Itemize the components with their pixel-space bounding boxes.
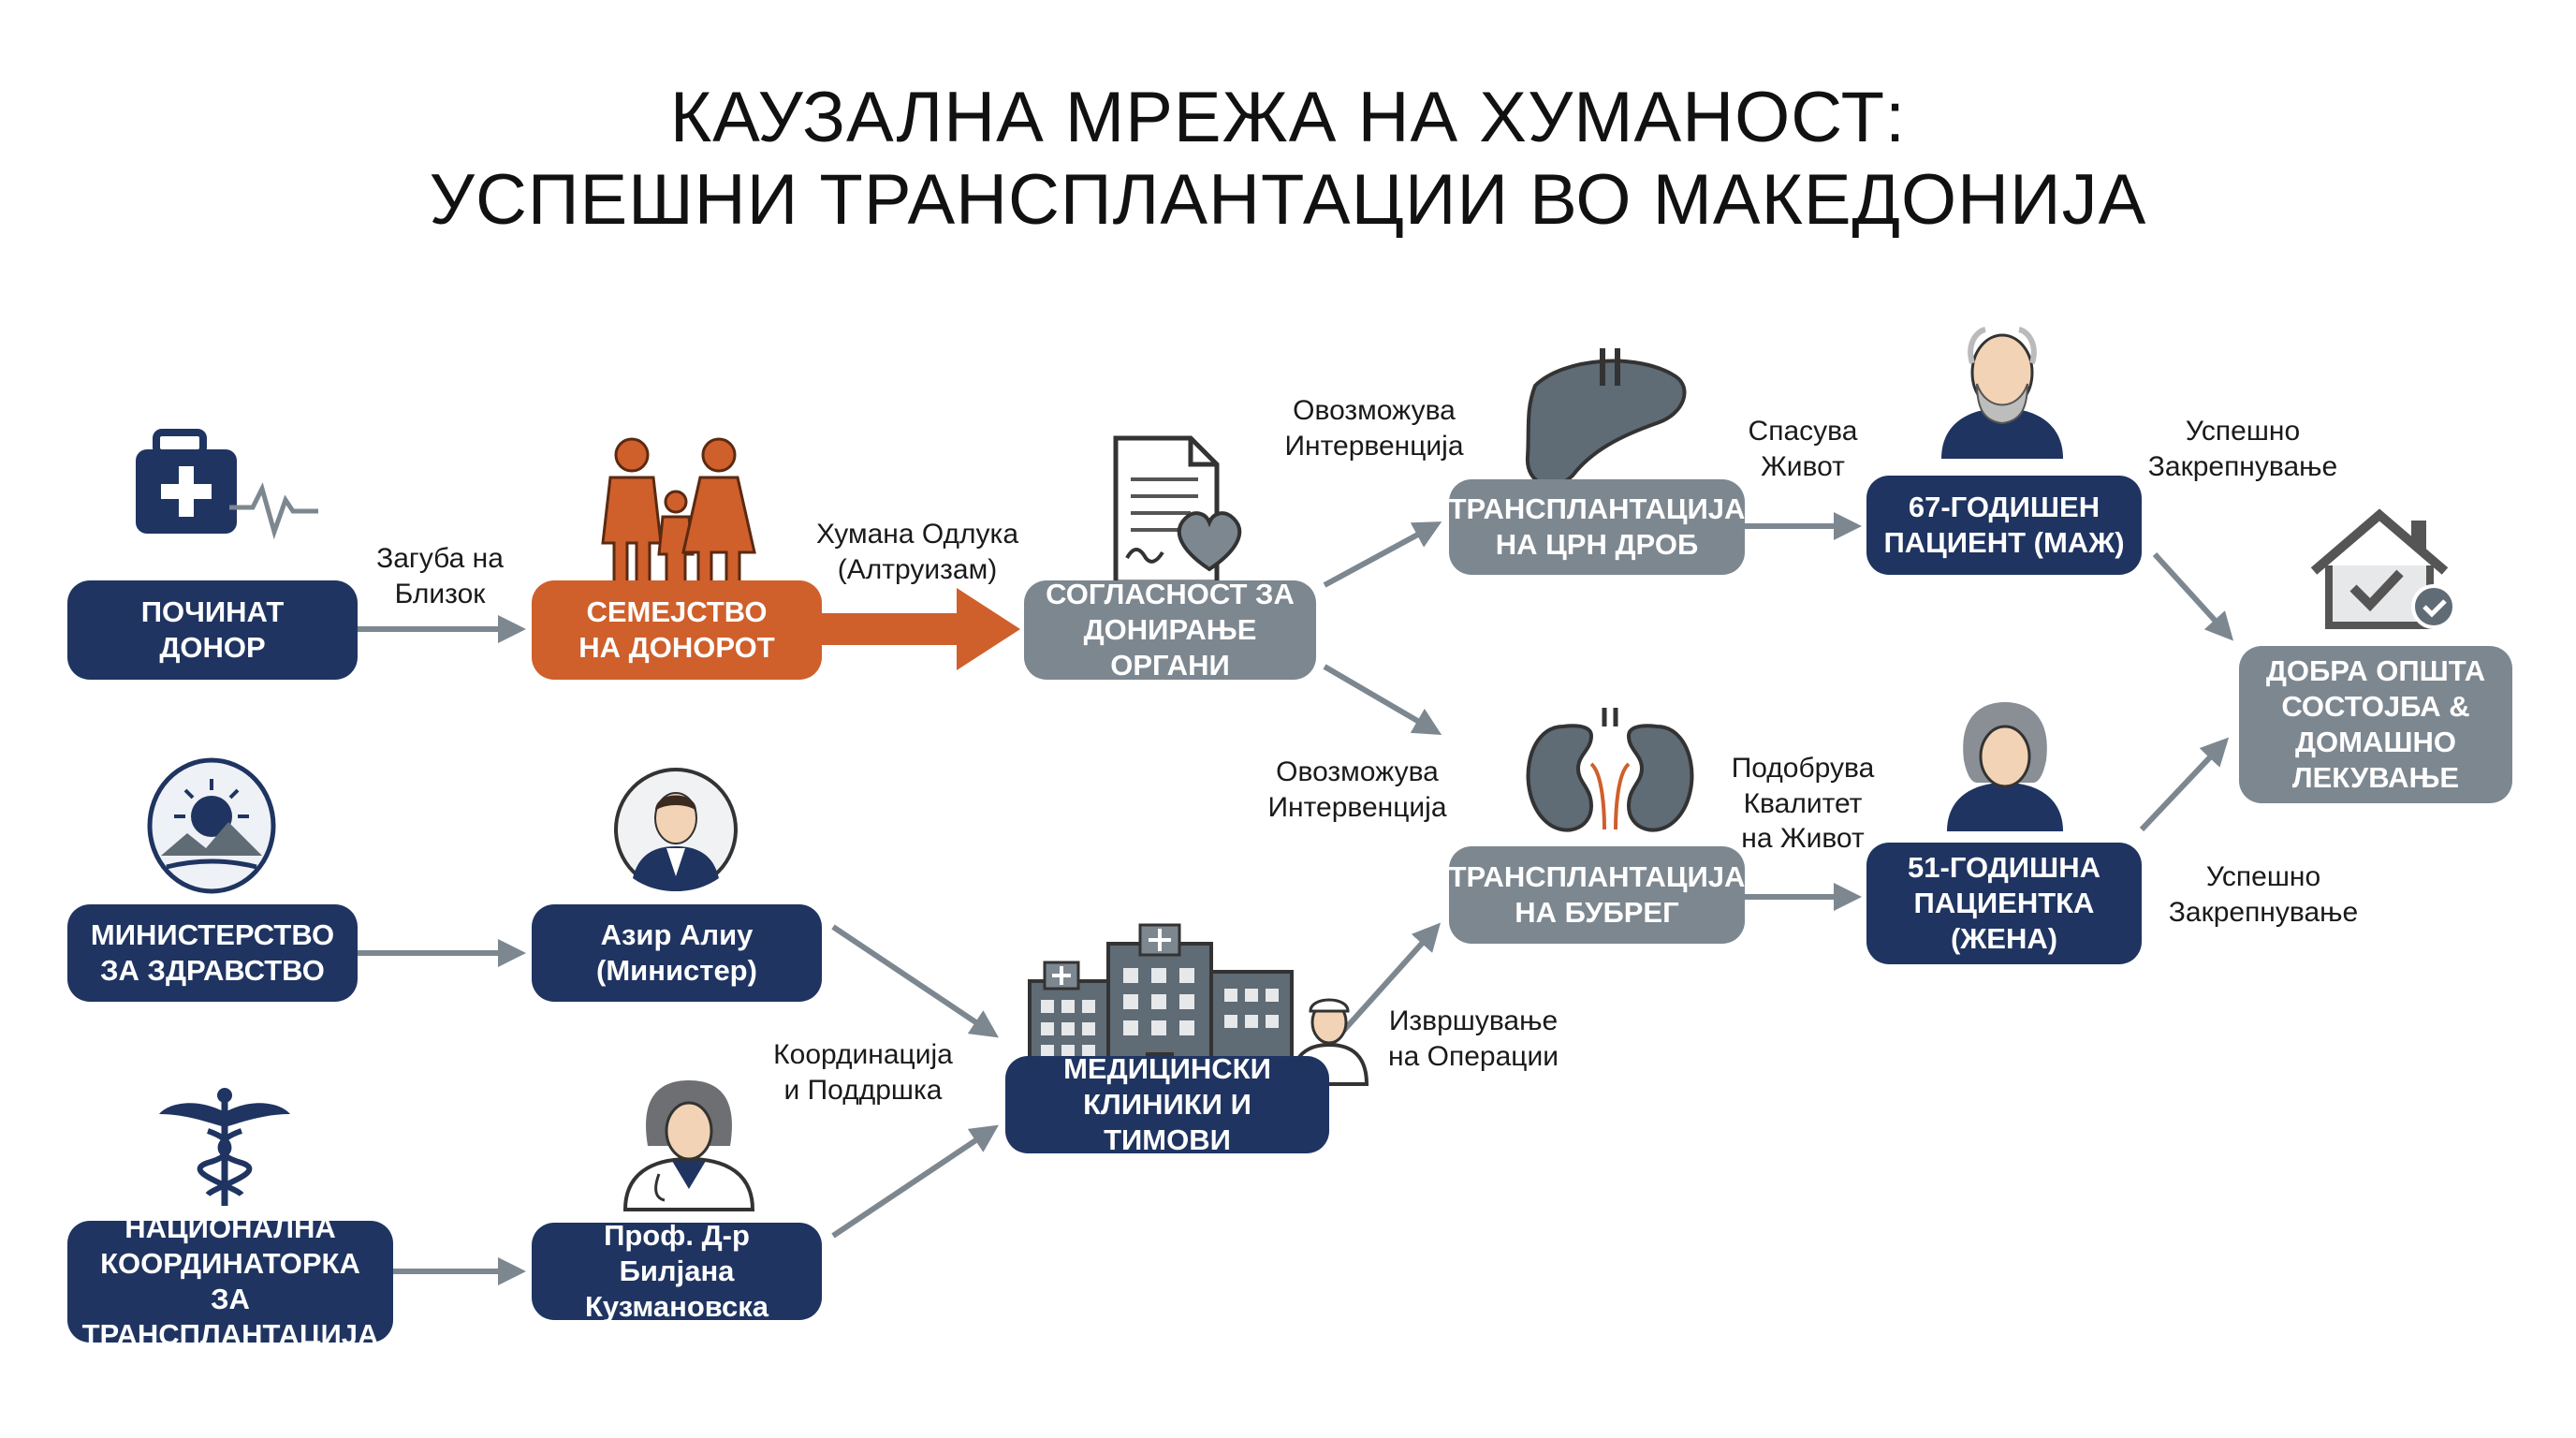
node-minister: Азир Алиу (Министер) [532, 904, 822, 1002]
node-medical-clinics: МЕДИЦИНСКИ КЛИНИКИ И ТИМОВИ [1005, 1052, 1329, 1156]
label-loss-of-loved-one: Загуба на Близок [376, 543, 504, 609]
label-enables-intervention-top: Овозможува Интервенција [1284, 395, 1464, 462]
arrow-consent-kidney [1323, 664, 1442, 736]
arrow-clinics-kidney [1326, 922, 1442, 1049]
female-doctor-icon [622, 1080, 755, 1211]
page-title-line-1: КАУЗАЛНА МРЕЖА НА ХУМАНОСТ: [669, 78, 1907, 157]
node-donor-family: СЕМЕЈСТВО НА ДОНОРОТ [532, 580, 822, 680]
medical-kit-icon [136, 429, 318, 540]
kidney-icon [1526, 708, 1694, 832]
arrow-female-outcome [2139, 737, 2230, 832]
label-improves-quality-of-life: Подобрува Квалитет на Живот [1731, 753, 1875, 854]
label-recovery-bottom: Успешно Закрепнување [2168, 861, 2359, 928]
home-check-icon [2310, 508, 2456, 629]
arrow-consent-liver [1323, 521, 1442, 588]
arrow-family-consent [822, 588, 1020, 670]
label-recovery-top: Успешно Закрепнување [2147, 416, 2338, 482]
label-performing-operations: Извршување на Операции [1388, 1005, 1559, 1072]
arrow-minister-clinics [831, 924, 999, 1038]
node-female-patient: 51-ГОДИШНА ПАЦИЕНТКА (ЖЕНА) [1866, 843, 2142, 964]
label-humane-decision: Хумана Одлука (Алтруизам) [815, 519, 1019, 585]
node-male-patient: 67-ГОДИШЕН ПАЦИЕНТ (МАЖ) [1866, 476, 2142, 575]
node-coordinator-person: Проф. Д-р Билјана Кузмановска [532, 1219, 822, 1323]
label-coordination-support: Координација и Поддршка [773, 1039, 953, 1106]
page-title-line-2: УСПЕШНИ ТРАНСПЛАНТАЦИИ ВО МАКЕДОНИЈА [429, 160, 2147, 240]
label-saves-life: Спасува Живот [1748, 416, 1858, 482]
coat-of-arms-icon [147, 757, 276, 894]
consent-document-icon [1113, 435, 1242, 585]
node-organ-consent: СОГЛАСНОСТ ЗА ДОНИРАЊЕ ОРГАНИ [1024, 578, 1316, 682]
family-icon [601, 437, 756, 596]
caduceus-icon [159, 1088, 290, 1206]
node-deceased-donor: ПОЧИНАТ ДОНОР [67, 580, 358, 680]
node-ministry-of-health: МИНИСТЕРСТВО ЗА ЗДРАВСТВО [67, 904, 358, 1002]
minister-icon [614, 768, 738, 891]
label-enables-intervention-bottom: Овозможува Интервенција [1267, 756, 1447, 823]
elderly-man-icon [1941, 327, 2063, 459]
arrow-coordinator-clinics [831, 1124, 999, 1239]
node-kidney-transplant: ТРАНСПЛАНТАЦИЈА НА БУБРЕГ [1449, 846, 1745, 944]
woman-icon [1947, 702, 2063, 831]
node-good-outcome: ДОБРА ОПШТА СОСТОЈБА & ДОМАШНО ЛЕКУВАЊЕ [2239, 646, 2512, 803]
node-liver-transplant: ТРАНСПЛАНТАЦИЈА НА ЦРН ДРОБ [1449, 479, 1745, 575]
node-national-coordinator-role: НАЦИОНАЛНА КООРДИНАТОРКА ЗА ТРАНСПЛАНТАЦ… [67, 1211, 393, 1351]
arrow-male-outcome [2152, 551, 2234, 641]
liver-icon [1525, 348, 1687, 488]
